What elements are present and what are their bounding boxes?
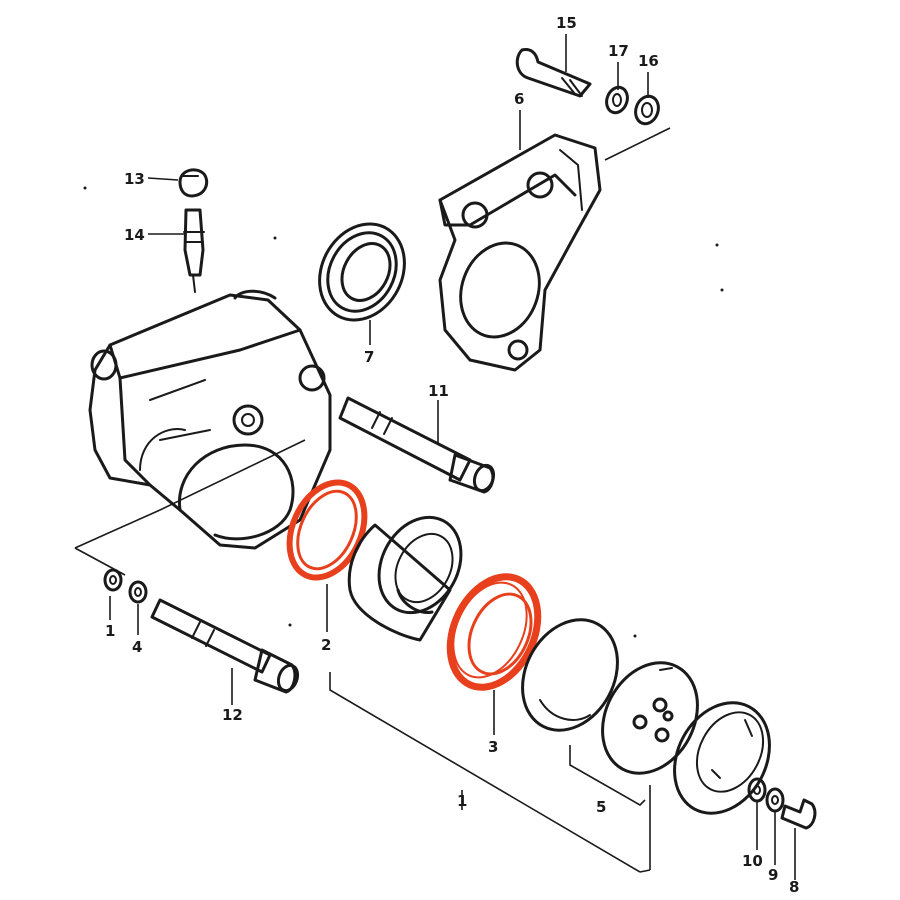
washer-4 [128, 580, 148, 604]
label-15: 15 [556, 14, 577, 32]
leader-lines [74, 34, 796, 880]
label-13: 13 [124, 170, 145, 188]
part-labels: 13 14 15 17 16 6 7 11 1 4 2 12 3 5 1 10 … [105, 14, 799, 896]
label-9: 9 [768, 866, 778, 884]
label-1-assembly: 1 [457, 792, 467, 810]
washer-17 [605, 85, 629, 115]
scan-specks [83, 186, 724, 638]
label-16: 16 [638, 52, 659, 70]
label-5: 5 [596, 798, 606, 816]
pin-bolt-11 [338, 396, 496, 494]
label-1-washer: 1 [105, 622, 115, 640]
piston-seal-highlighted [286, 479, 368, 581]
dust-seal-ring [318, 222, 406, 322]
brake-pad-insulator [521, 618, 619, 732]
label-8: 8 [789, 878, 799, 896]
bleeder-valve [183, 208, 205, 293]
washer-small-left [103, 568, 123, 592]
label-4: 4 [132, 638, 142, 656]
caliper-body [88, 289, 332, 550]
washer-10 [747, 777, 767, 803]
caliper-bracket [438, 133, 602, 372]
dust-seal-highlighted [446, 573, 542, 691]
label-3: 3 [488, 738, 498, 756]
pin-bolt-12 [150, 598, 300, 694]
label-11: 11 [428, 382, 449, 400]
screw-8 [780, 798, 817, 830]
pin-bolt-top [515, 48, 592, 98]
label-6: 6 [514, 90, 524, 108]
washer-16 [634, 94, 660, 126]
label-2: 2 [321, 636, 331, 654]
brake-pad-shim [601, 661, 699, 775]
caliper-piston [347, 515, 463, 642]
label-17: 17 [608, 42, 629, 60]
label-10: 10 [742, 852, 763, 870]
label-7: 7 [364, 348, 374, 366]
bleeder-cap [178, 168, 209, 198]
washer-9 [765, 787, 785, 813]
label-14: 14 [124, 226, 145, 244]
label-12: 12 [222, 706, 243, 724]
